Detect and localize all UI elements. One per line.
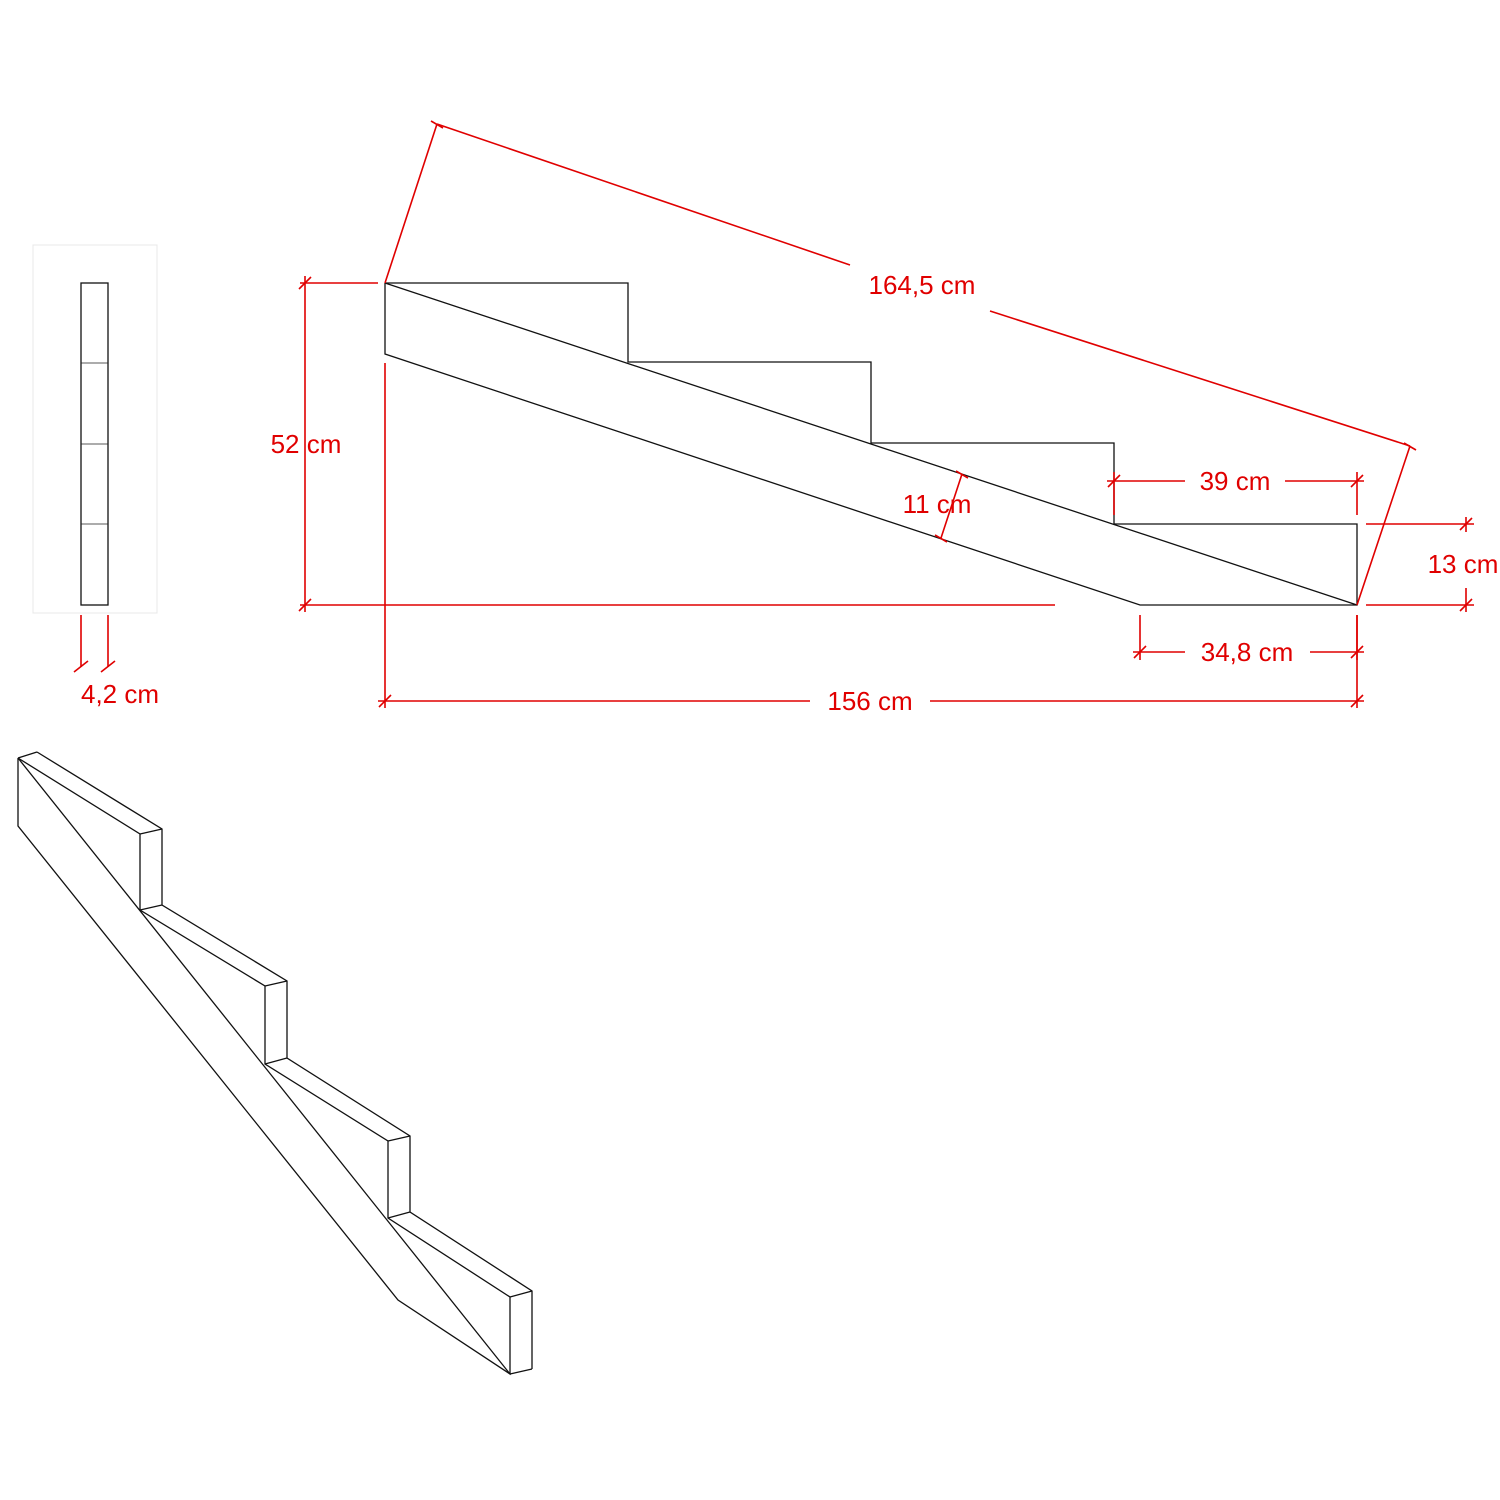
end-foot-dimension: 34,8 cm: [1133, 615, 1364, 667]
end-height-label: 13 cm: [1428, 549, 1499, 579]
iso-front-profile: [17, 757, 511, 1376]
board-width-label: 4,2 cm: [81, 679, 159, 709]
stringer-inner-line: [384, 282, 1358, 606]
tread-label: 39 cm: [1200, 466, 1271, 496]
tread-dimension: 39 cm: [1107, 466, 1364, 515]
height-label: 52 cm: [271, 429, 342, 459]
total-length-label: 156 cm: [827, 686, 912, 716]
iso-back-profile: [36, 751, 533, 1369]
thickness-label: 11 cm: [903, 489, 972, 519]
iso-inner-line: [17, 757, 511, 1375]
edge-view: 4,2 cm: [32, 244, 159, 709]
stringer-elevation: [384, 282, 1358, 606]
thickness-dimension: 11 cm: [903, 470, 972, 543]
diagonal-label: 164,5 cm: [869, 270, 976, 300]
edge-view-frame: [32, 244, 158, 614]
end-height-dimension: 13 cm: [1366, 517, 1498, 612]
end-foot-label: 34,8 cm: [1201, 637, 1294, 667]
diagonal-dimension: 164,5 cm: [384, 120, 1417, 606]
board-width-dimension: 4,2 cm: [73, 615, 159, 709]
isometric-view: [17, 751, 533, 1376]
total-length-dimension: 156 cm: [378, 363, 1364, 716]
height-dimension: 52 cm: [271, 276, 1055, 612]
